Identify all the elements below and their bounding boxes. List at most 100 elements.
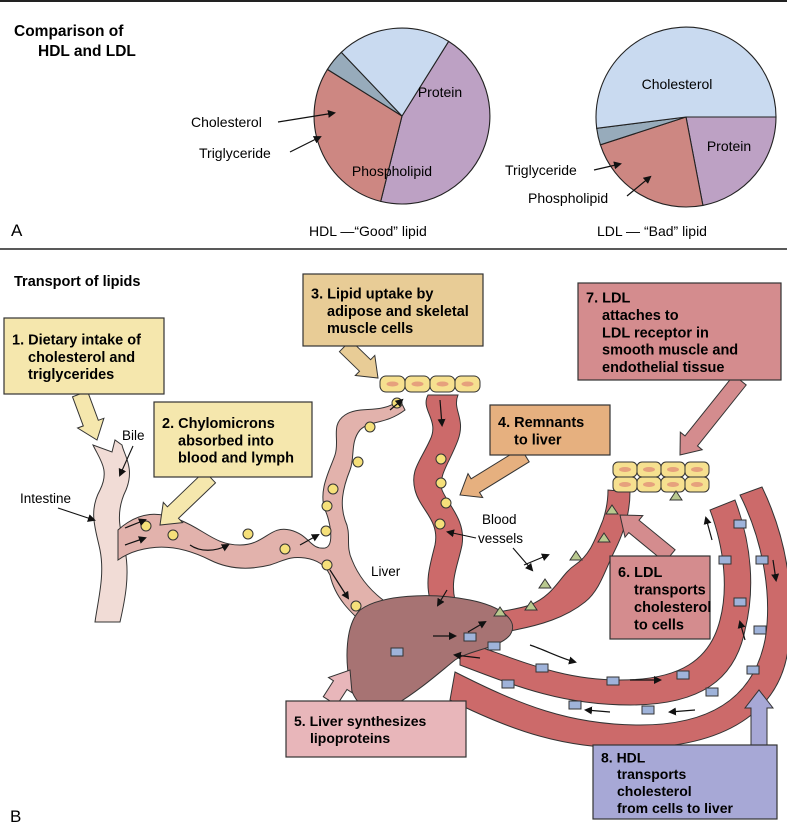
step-1-box xyxy=(3,317,165,395)
cell-nucleus xyxy=(436,381,449,387)
hdl-particle xyxy=(733,519,747,529)
step-3-text-line: 3. Lipid uptake by xyxy=(311,286,433,302)
cell-nucleus xyxy=(643,482,655,487)
hdl-particle xyxy=(606,676,620,686)
ldl-particle xyxy=(538,578,552,589)
hdl-cholesterol-arrow xyxy=(277,110,336,123)
bile-label: Bile xyxy=(122,428,145,443)
step-8-text-line: 8. HDL xyxy=(601,749,646,765)
step-5-text-line: lipoproteins xyxy=(310,730,390,746)
ldl-phospholipid-arrow xyxy=(626,175,652,197)
cell-nucleus xyxy=(386,381,399,387)
step-2-text-line: blood and lymph xyxy=(178,451,294,467)
chylomicron-particle xyxy=(167,529,179,541)
step-1-text-line: triglycerides xyxy=(28,367,114,383)
ldl-particle xyxy=(493,606,507,617)
pie-slice-cholesterol xyxy=(595,26,777,129)
ldl-particle xyxy=(669,490,683,501)
ldl-triglyceride-arrow xyxy=(593,161,622,171)
chylomicron-particle xyxy=(320,525,332,537)
step-2-text-line: absorbed into xyxy=(178,433,274,449)
hdl-particle xyxy=(733,597,747,607)
chylomicron-particle xyxy=(435,453,447,465)
step-3-text-line: muscle cells xyxy=(327,321,413,337)
hdl-cholesterol-callout: Cholesterol xyxy=(191,114,262,130)
hdl-particle xyxy=(705,687,719,697)
chylomicron-particle xyxy=(279,543,291,555)
blood-vessels-arrow-right xyxy=(512,547,534,572)
pie-slice-cholesterol xyxy=(340,27,450,117)
ldl-caption: LDL — “Bad” lipid xyxy=(597,223,707,239)
liver-label: Liver xyxy=(371,564,401,579)
intestine-arrow xyxy=(57,507,96,522)
step-7-text-line: endothelial tissue xyxy=(602,360,724,376)
step-3-text-line: adipose and skeletal xyxy=(327,304,469,320)
step-5-box xyxy=(285,700,467,758)
step-8-text-line: from cells to liver xyxy=(617,800,733,816)
step-2-text-line: 2. Chylomicrons xyxy=(162,416,275,432)
step-8-text-line: transports xyxy=(617,766,686,782)
step-6-text-line: to cells xyxy=(634,617,684,633)
hdl-particle xyxy=(487,641,501,651)
intestine-label: Intestine xyxy=(20,491,71,506)
cell-nucleus xyxy=(667,482,679,487)
ldl-triglyceride-callout: Triglyceride xyxy=(505,162,577,178)
step-7-box xyxy=(577,282,782,381)
step-4-text-line: to liver xyxy=(514,433,562,449)
hdl-triglyceride-arrow xyxy=(289,136,322,153)
step-4-callout: 4. Remnants to liver xyxy=(459,404,611,499)
hdl-particle xyxy=(535,663,549,673)
step-6-text-line: cholesterol xyxy=(634,600,711,616)
hdl-particle xyxy=(755,555,769,565)
hdl-particle xyxy=(463,632,477,642)
step-7-pointer-arrow xyxy=(679,374,747,456)
cell-nucleus xyxy=(619,467,631,472)
hdl-caption: HDL —“Good” lipid xyxy=(309,223,427,239)
blood-vessels-label-line1: Blood xyxy=(482,512,517,527)
adipose-muscle-cells xyxy=(379,375,481,393)
step-3-callout: 3. Lipid uptake by adipose and skeletalmu… xyxy=(302,273,484,379)
step-1-pointer-arrow xyxy=(71,390,105,441)
step-6-pointer-arrow xyxy=(619,514,676,563)
step-1-text-line: cholesterol and xyxy=(28,350,135,366)
bile-arrow xyxy=(118,445,134,477)
chylomicron-particle xyxy=(364,421,376,433)
step-8-text-line: cholesterol xyxy=(617,783,692,799)
step-5-pointer-arrow xyxy=(322,669,353,706)
ldl-particle xyxy=(605,504,619,515)
cell-nucleus xyxy=(411,381,424,387)
hdl-particle xyxy=(753,625,767,635)
pie-label-cholesterol: Cholesterol xyxy=(642,76,713,92)
step-4-text-line: 4. Remnants xyxy=(498,415,584,431)
chylomicron-vessel xyxy=(117,399,406,631)
pie-slice-protein xyxy=(380,40,491,205)
step-2-pointer-arrow xyxy=(159,470,217,526)
pie-label-protein: Protein xyxy=(707,138,751,154)
ldl-phospholipid-callout: Phospholipid xyxy=(528,190,608,206)
chylomicron-particle xyxy=(327,483,339,495)
hdl-particle xyxy=(718,555,732,565)
cell-nucleus xyxy=(667,467,679,472)
chylomicron-particle xyxy=(350,600,362,612)
step-2-box xyxy=(153,401,313,478)
flow-arrows xyxy=(124,398,780,716)
lipoprotein-particles xyxy=(140,397,769,715)
step-7-text-line: LDL receptor in xyxy=(602,325,709,341)
pie-slice-phospholipid xyxy=(599,116,704,208)
panel-a-letter: A xyxy=(11,221,23,240)
hdl-particle xyxy=(676,670,690,680)
step-8-pointer-arrow xyxy=(743,689,775,746)
intestine xyxy=(92,439,130,623)
hdl-triglyceride-callout: Triglyceride xyxy=(199,145,271,161)
ldl-particle xyxy=(524,600,538,611)
chylomicron-particle xyxy=(321,500,333,512)
chylomicron-particle xyxy=(440,497,452,509)
step-7-text-line: 7. LDL xyxy=(586,291,630,307)
